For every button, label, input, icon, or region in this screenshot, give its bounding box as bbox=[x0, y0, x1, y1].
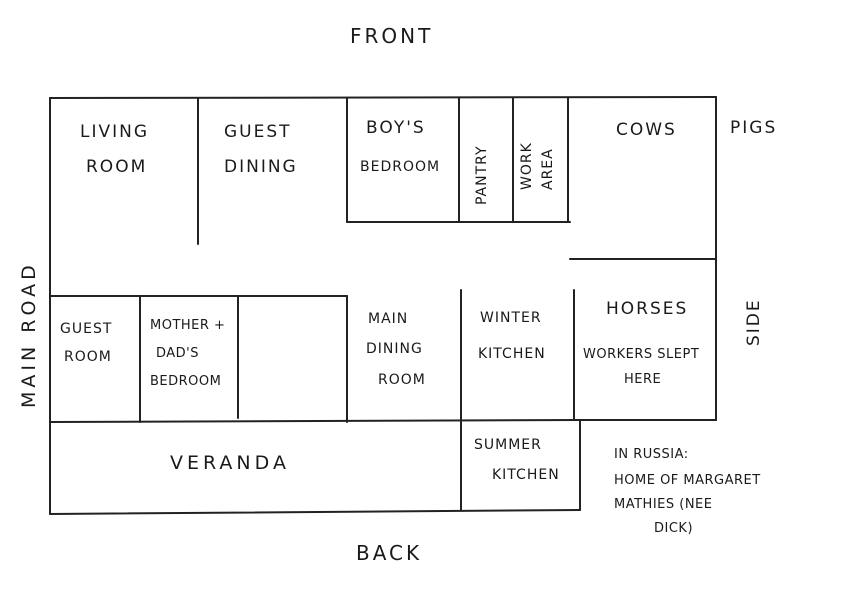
room-guest-room-line2: ROOM bbox=[64, 349, 112, 365]
room-living-room-line1: LIVING bbox=[80, 122, 150, 142]
room-work-area-line1: WORK bbox=[519, 142, 535, 190]
room-pantry: PANTRY bbox=[474, 145, 490, 205]
room-workers-line2: HERE bbox=[624, 372, 662, 387]
room-parents-bedroom-line2: DAD'S bbox=[156, 346, 200, 361]
room-pigs: PIGS bbox=[730, 118, 778, 138]
room-parents-bedroom-line1: MOTHER + bbox=[150, 318, 226, 333]
room-main-dining-line1: MAIN bbox=[368, 311, 409, 327]
room-workers-line1: WORKERS SLEPT bbox=[583, 347, 700, 362]
room-parents-bedroom-line3: BEDROOM bbox=[150, 374, 222, 389]
room-guest-dining-line2: DINING bbox=[224, 157, 298, 177]
label-back: BACK bbox=[356, 541, 423, 565]
caption-line2: HOME OF MARGARET bbox=[614, 473, 761, 488]
room-living-room-line2: ROOM bbox=[86, 157, 148, 177]
label-side: SIDE bbox=[744, 298, 764, 346]
wall-top bbox=[49, 96, 717, 99]
room-cows: COWS bbox=[616, 120, 677, 140]
room-summer-kitchen-line1: SUMMER bbox=[474, 437, 542, 453]
room-main-dining-line3: ROOM bbox=[378, 372, 426, 388]
room-summer-kitchen-line2: KITCHEN bbox=[492, 467, 560, 483]
label-front: FRONT bbox=[350, 24, 434, 48]
wall-veranda-top bbox=[49, 419, 581, 423]
room-guest-room-line1: GUEST bbox=[60, 321, 113, 337]
room-winter-kitchen-line2: KITCHEN bbox=[478, 346, 546, 362]
room-main-dining-line2: DINING bbox=[366, 341, 423, 357]
room-work-area-line2: AREA bbox=[540, 148, 556, 190]
room-boys-bedroom-line1: BOY'S bbox=[366, 118, 426, 138]
room-boys-bedroom-line2: BEDROOM bbox=[360, 159, 441, 175]
wall-bottom bbox=[49, 509, 581, 515]
room-horses: HORSES bbox=[606, 299, 689, 319]
room-guest-dining-line1: GUEST bbox=[224, 122, 292, 142]
caption-line4: DICK) bbox=[654, 521, 694, 536]
room-winter-kitchen-line1: WINTER bbox=[480, 310, 542, 326]
caption-line3: MATHIES (NEE bbox=[614, 497, 713, 512]
caption-line1: IN RUSSIA: bbox=[614, 447, 689, 462]
label-main-road: MAIN ROAD bbox=[18, 261, 40, 408]
room-veranda: VERANDA bbox=[170, 452, 290, 474]
